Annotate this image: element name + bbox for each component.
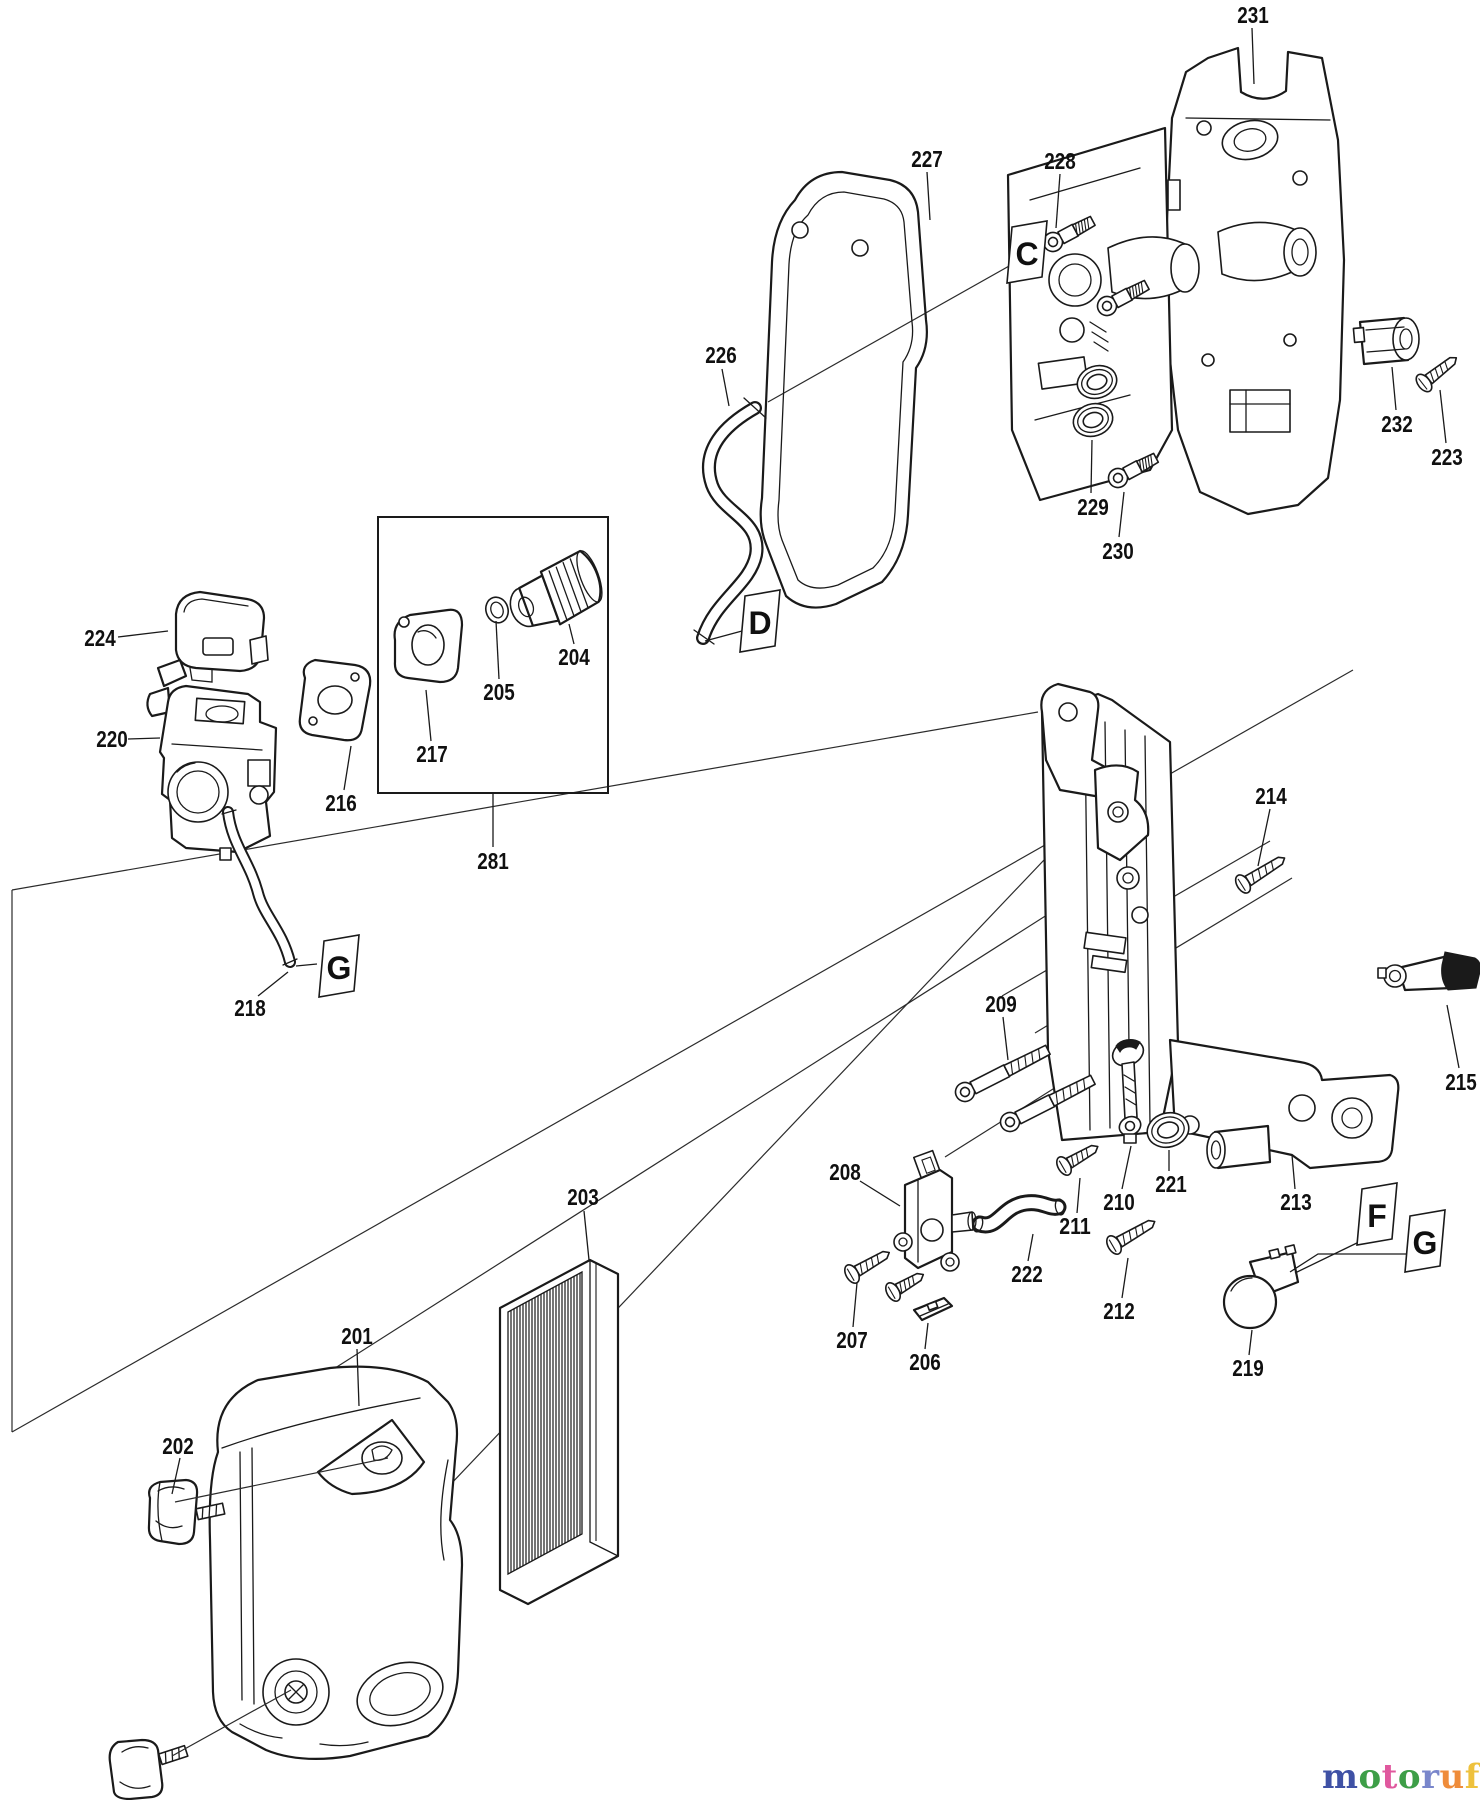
part-label-211: 211	[1059, 1213, 1091, 1239]
screw-pan	[884, 1272, 925, 1302]
callout-letter-F: F	[1367, 1198, 1387, 1234]
part-label-221: 221	[1155, 1171, 1187, 1197]
part-label-222: 222	[1011, 1261, 1043, 1287]
part-202-knob-upper	[147, 1478, 226, 1546]
part-label-215: 215	[1445, 1069, 1477, 1095]
screws-and-bolts	[843, 215, 1458, 1302]
screw-cap	[1042, 215, 1096, 253]
part-label-227: 227	[911, 146, 943, 172]
screw-pan	[843, 1250, 891, 1284]
grommet	[1072, 402, 1114, 438]
part-202-knob-lower	[108, 1738, 189, 1800]
part-label-206: 206	[909, 1349, 941, 1375]
part-label-224: 224	[84, 625, 116, 651]
part-220-carburetor	[146, 658, 278, 861]
part-label-208: 208	[829, 1159, 861, 1185]
part-label-201: 201	[341, 1323, 373, 1349]
callout-letter-C: C	[1015, 236, 1038, 272]
part-221-grommet	[1146, 1111, 1190, 1149]
part-label-203: 203	[567, 1184, 599, 1210]
screw-pan	[1234, 856, 1286, 894]
callout-box-C: C	[1006, 220, 1048, 284]
part-206-check-valve	[912, 1296, 954, 1322]
part-label-219: 219	[1232, 1355, 1264, 1381]
motoruf-logo: motoruf’.de	[1322, 1757, 1480, 1797]
part-204-cap	[509, 549, 603, 628]
part-label-220: 220	[96, 726, 128, 752]
screw-cap	[1096, 279, 1150, 317]
part-label-212: 212	[1103, 1298, 1135, 1324]
grommet	[1146, 1111, 1190, 1149]
part-222-hose	[971, 1194, 1067, 1234]
part-203-air-filter	[498, 1258, 620, 1606]
part-label-232: 232	[1381, 411, 1413, 437]
part-231-backplate	[1161, 46, 1346, 516]
callout-box-D: D	[739, 589, 781, 653]
part-205-o-ring	[484, 596, 510, 624]
part-label-202: 202	[162, 1433, 194, 1459]
part-label-226: 226	[705, 342, 737, 368]
callout-letter-G-left: G	[327, 950, 352, 986]
part-213-airbox-backplate	[1040, 682, 1400, 1170]
part-label-214: 214	[1255, 783, 1287, 809]
part-label-213: 213	[1280, 1189, 1312, 1215]
callout-box-F: F	[1356, 1182, 1398, 1246]
filter-hatching	[510, 1273, 581, 1573]
part-227-gasket	[759, 170, 928, 609]
airbox-front-housing	[1006, 126, 1200, 502]
part-210-crank	[1111, 1039, 1145, 1144]
sub-assembly-box-281	[377, 516, 609, 794]
part-label-230: 230	[1102, 538, 1134, 564]
part-224-pump-cover	[174, 590, 269, 683]
part-208-primer-body	[893, 1149, 977, 1272]
callout-letter-D: D	[748, 605, 771, 641]
callout-letter-G-right: G	[1413, 1225, 1438, 1261]
part-label-205: 205	[483, 679, 515, 705]
part-label-207: 207	[836, 1327, 868, 1353]
screw-cap	[1107, 452, 1160, 489]
part-label-204: 204	[558, 644, 590, 670]
part-215-lever	[1377, 951, 1480, 992]
part-label-223: 223	[1431, 444, 1463, 470]
screw-cap	[954, 1044, 1051, 1103]
part-217-flange	[393, 608, 464, 684]
part-218-fuel-hose	[221, 806, 298, 968]
screw-pan	[1415, 356, 1458, 393]
screw-cap	[999, 1074, 1096, 1133]
parts-layer	[108, 46, 1480, 1800]
leader-lines	[117, 27, 1460, 1757]
callout-box-G-left: G	[318, 934, 360, 998]
part-label-281: 281	[477, 848, 509, 874]
part-201-filter-cover	[208, 1365, 464, 1760]
part-226-hose	[693, 397, 767, 645]
part-label-228: 228	[1044, 148, 1076, 174]
screw-pan	[1105, 1219, 1156, 1255]
part-229-grommets	[1072, 364, 1118, 438]
grommet	[1076, 364, 1118, 400]
part-216-gasket	[298, 658, 372, 742]
part-label-210: 210	[1103, 1189, 1135, 1215]
part-label-231: 231	[1237, 2, 1269, 28]
part-label-218: 218	[234, 995, 266, 1021]
part-232-bushing	[1352, 316, 1420, 366]
part-label-209: 209	[985, 991, 1017, 1017]
part-219-primer-bulb	[1222, 1244, 1300, 1330]
callout-box-G-right: G	[1404, 1209, 1446, 1273]
part-label-229: 229	[1077, 494, 1109, 520]
part-label-216: 216	[325, 790, 357, 816]
screw-pan	[1055, 1144, 1099, 1176]
part-label-217: 217	[416, 741, 448, 767]
